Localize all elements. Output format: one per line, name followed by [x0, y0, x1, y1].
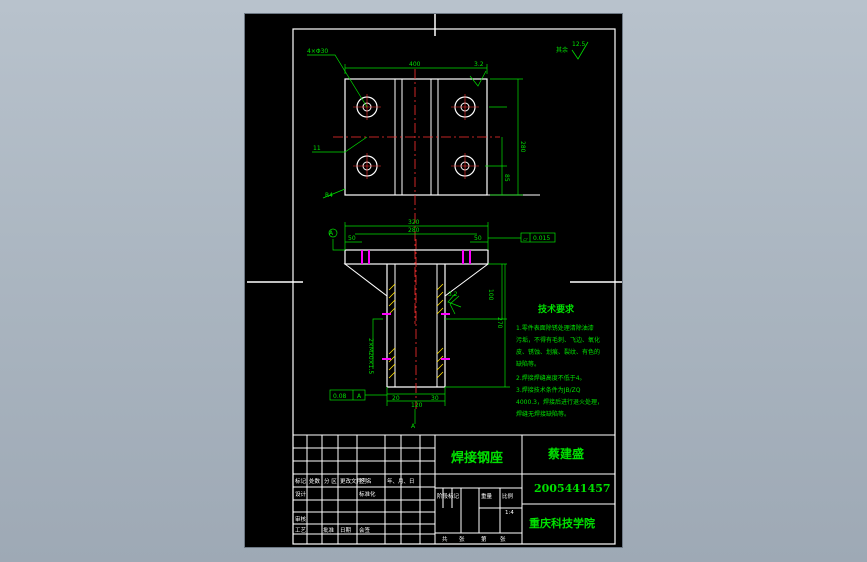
drawing-frame [292, 28, 616, 545]
sheet-total-suffix: 张 [459, 535, 465, 543]
tech-line: 焊缝无焊接缺陷等。 [516, 410, 570, 418]
section-dimensions [328, 222, 556, 424]
hole-callout: 4×Φ30 [307, 48, 328, 55]
section-view: A 320 280 50 50 0.015 ▱ 3.2 100 270 2×M2… [328, 219, 556, 430]
offset-dimension: 85 [503, 174, 510, 182]
date-label: 日期 [340, 527, 352, 534]
bottom-total-dimension: 120 [411, 402, 423, 409]
title-block [292, 434, 616, 545]
sheet-total-prefix: 共 [442, 535, 448, 543]
left-offset-dimension: 50 [348, 235, 356, 242]
tech-line: 3.焊接技术条件为JB/ZQ [516, 386, 581, 394]
plan-dimensions [307, 54, 523, 199]
right-offset-dimension: 50 [474, 235, 482, 242]
section-roughness: 3.2 [448, 291, 458, 298]
drawing-viewport[interactable]: 4×Φ30 400 280 85 11 R4 3.2 [244, 13, 623, 548]
design-label: 设计 [295, 490, 307, 498]
stage-label: 阶段标记 [437, 492, 460, 500]
width-dimension: 400 [409, 61, 421, 68]
plan-view: 4×Φ30 400 280 85 11 R4 3.2 [307, 48, 540, 324]
school-name: 重庆科技学院 [529, 516, 595, 530]
process-label: 工艺 [295, 527, 307, 534]
review-label: 审核 [295, 515, 307, 523]
general-roughness-note: 其余 12.5 [556, 41, 589, 60]
tech-title: 技术要求 [538, 303, 575, 315]
datum-label: A [329, 230, 334, 237]
sheet-current-suffix: 张 [500, 535, 506, 543]
height-dimension: 280 [519, 141, 526, 153]
countersign-label: 会签 [359, 526, 371, 534]
sheet-current-prefix: 第 [481, 535, 487, 543]
row-label: 分 区 [324, 477, 337, 485]
roughness-symbol-icon [571, 41, 589, 60]
weld-marks [361, 250, 471, 360]
perpendicularity-tolerance: 0.08 [333, 393, 347, 400]
part-name: 焊接钢座 [451, 450, 503, 466]
row-label: 处数 [309, 477, 321, 485]
inner-width-dimension: 280 [408, 227, 420, 234]
row-label: 标记 [295, 477, 307, 485]
tech-line: 2.焊接焊缝高度不低于4。 [516, 374, 586, 382]
centering-marks [247, 14, 622, 283]
scale-label: 比例 [502, 492, 514, 500]
cad-drawing-canvas: 4×Φ30 400 280 85 11 R4 3.2 [247, 14, 622, 545]
tech-line: 缺陷等。 [516, 360, 540, 368]
tech-line: 4000.3，焊接后进行退火处理， [516, 398, 603, 406]
approve-label: 批准 [323, 526, 335, 534]
bolt-holes [353, 94, 479, 179]
section-mark: A [411, 423, 416, 430]
thread-callout: 2×M20×1.5 [367, 338, 374, 374]
tech-line: 污垢，不得有毛刺、飞边、氧化 [516, 336, 600, 344]
upper-height-dimension: 100 [487, 289, 494, 301]
row-label: 签 名 [359, 477, 372, 485]
weight-label: 重量 [481, 492, 493, 500]
overall-width-dimension: 320 [408, 219, 420, 226]
flatness-tolerance: 0.015 [533, 235, 550, 242]
tech-line: 皮、锈蚀、划痕、裂纹、有色的 [516, 348, 600, 356]
thread-hatching [388, 283, 444, 379]
bottom-left-dimension: 20 [392, 395, 400, 402]
roughness-prefix: 其余 [556, 46, 568, 54]
row-label: 年、月、日 [387, 477, 415, 485]
roughness-general-value: 12.5 [572, 41, 586, 48]
title-block-text: 焊接钢座 蔡建盛 2005441457 重庆科技学院 标记 处数 分 区 更改文… [295, 446, 611, 543]
total-height-dimension: 270 [496, 317, 503, 329]
row-label: 更改文件号 [340, 477, 368, 485]
leader-label: 11 [313, 145, 321, 152]
tech-line: 1.零件表面除锈处理清除油漆 [516, 324, 594, 332]
standardization-label: 标准化 [359, 490, 376, 498]
corner-label: R4 [325, 192, 333, 199]
roughness-value: 3.2 [474, 61, 484, 68]
scale-value: 1:4 [505, 510, 514, 516]
student-id: 2005441457 [534, 482, 611, 495]
perpendicularity-datum: A [357, 393, 362, 400]
bottom-right-dimension: 30 [431, 395, 439, 402]
flatness-symbol: ▱ [523, 236, 528, 243]
technical-requirements: 技术要求 1.零件表面除锈处理清除油漆 污垢，不得有毛刺、飞边、氧化 皮、锈蚀、… [516, 303, 603, 418]
designer-name: 蔡建盛 [547, 446, 584, 461]
